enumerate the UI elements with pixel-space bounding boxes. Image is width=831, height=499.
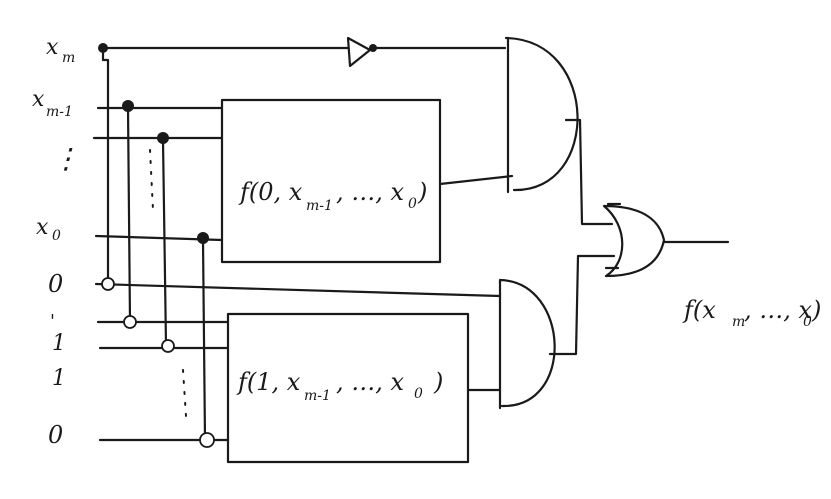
- svg-text:f(x: f(x: [682, 296, 716, 324]
- f-block-top-label: f(0, x m-1 , …, x 0 ): [238, 178, 427, 214]
- const-wire-0-bottom: [98, 432, 230, 448]
- const-wire-1a: [96, 315, 230, 329]
- svg-text:m-1: m-1: [304, 388, 331, 404]
- svg-text:): ): [433, 368, 443, 396]
- ellipsis-dots-bottom: [182, 369, 187, 417]
- and-top-to-or-wire: [564, 118, 614, 226]
- xm-wire: [98, 43, 350, 284]
- svg-text:0: 0: [803, 314, 812, 330]
- svg-text:0: 0: [52, 228, 61, 244]
- const-label-0-bottom: 0: [48, 421, 63, 449]
- const-dot-a: ': [50, 311, 55, 332]
- x0-wire: [94, 232, 224, 442]
- const-wire-1b: [98, 339, 230, 353]
- svg-text:x: x: [46, 35, 59, 60]
- svg-text:0: 0: [414, 386, 423, 402]
- svg-text:, …, x: , …, x: [336, 178, 405, 206]
- svg-text:): ): [417, 178, 427, 206]
- f-block-top: [220, 98, 442, 264]
- svg-text:m-1: m-1: [46, 104, 73, 120]
- input-label-x0: x 0: [36, 215, 61, 244]
- svg-text:): ): [811, 296, 821, 324]
- and-gate-bottom: [498, 278, 556, 410]
- or-gate: [602, 202, 666, 278]
- svg-text:, …, x: , …, x: [336, 368, 405, 396]
- and-gate-top: [504, 36, 579, 194]
- x-second-wire: [92, 132, 224, 347]
- and-bottom-to-or-wire: [548, 254, 616, 356]
- const-label-0-top: 0: [48, 270, 63, 298]
- svg-text:f(0, x: f(0, x: [238, 178, 303, 206]
- const-label-1b: 1: [52, 366, 66, 391]
- f-top-output-wire: [438, 174, 514, 186]
- not-gate: [346, 36, 507, 68]
- input-label-xm: x m: [46, 35, 75, 66]
- svg-text:f(1, x: f(1, x: [236, 368, 301, 396]
- input-ellipsis: ⋮: [52, 142, 80, 175]
- svg-text:m: m: [732, 314, 745, 330]
- svg-text:0: 0: [408, 196, 417, 212]
- f-block-bottom: [226, 312, 470, 464]
- const-label-1a: 1: [52, 331, 66, 356]
- svg-text:x: x: [36, 215, 49, 240]
- svg-text:, …, x: , …, x: [744, 296, 813, 324]
- svg-text:m: m: [62, 50, 75, 66]
- svg-text:x: x: [32, 87, 45, 112]
- svg-text:m-1: m-1: [306, 198, 333, 214]
- f-block-bottom-label: f(1, x m-1 , …, x 0 ): [236, 368, 443, 404]
- const-wire-0-top: [94, 277, 502, 298]
- xm-1-wire: [96, 100, 224, 324]
- ellipsis-dots-left: [149, 149, 154, 211]
- output-label: f(x m , …, x 0 ): [682, 296, 821, 330]
- input-label-xm-1: x m-1: [32, 87, 73, 120]
